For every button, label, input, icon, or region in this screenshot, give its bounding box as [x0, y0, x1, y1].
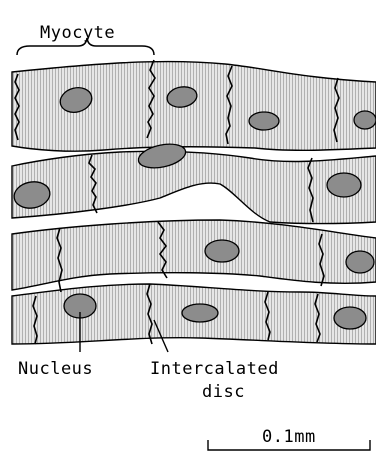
- nucleus: [334, 307, 366, 329]
- nucleus: [205, 240, 239, 262]
- nucleus: [182, 304, 218, 322]
- intercalated-disc-label-line1: Intercalated: [150, 359, 279, 379]
- nucleus: [346, 251, 374, 273]
- nucleus: [354, 111, 376, 129]
- nucleus: [249, 112, 279, 130]
- scale-bar-label: 0.1mm: [262, 427, 316, 447]
- myocyte-label: Myocyte: [40, 23, 115, 43]
- intercalated-disc-label-line2: disc: [202, 382, 245, 402]
- nucleus: [327, 173, 361, 197]
- myocyte-cell: [12, 151, 376, 223]
- myocyte-cell: [12, 220, 376, 290]
- nucleus-label: Nucleus: [18, 359, 93, 379]
